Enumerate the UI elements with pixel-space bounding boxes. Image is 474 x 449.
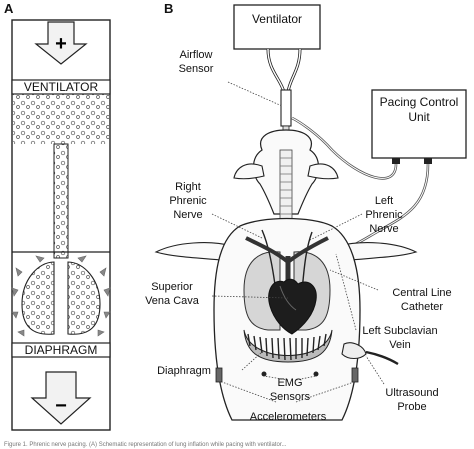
left-phrenic-label-3: Nerve [369, 223, 398, 235]
ultrasound-label-2: Probe [397, 401, 426, 413]
ultrasound-probe [341, 342, 399, 366]
subclavian-vessels [245, 236, 290, 264]
right-phrenic-label-2: Phrenic [169, 195, 207, 207]
emg-sensor-left [261, 371, 267, 377]
left-subclavian-label-1: Left Subclavian [362, 325, 437, 337]
ventilator-label-b: Ventilator [252, 12, 302, 26]
accelerometer-left [215, 367, 223, 383]
panel-b-diagram: Ventilator Pacing Control Unit [145, 4, 467, 423]
airflow-sensor-label-2: Sensor [179, 63, 214, 75]
panel-b-label: B [164, 1, 173, 16]
emg-sensors-label-1: EMG [277, 377, 302, 389]
ventilator-box [233, 4, 321, 50]
push-arrow-icon [34, 21, 88, 65]
pacing-control-label-1: Pacing Control [380, 95, 459, 109]
panel-a-schematic: + VENTILATOR DIAPHRAGM − [11, 19, 111, 431]
svc-label-2: Vena Cava [145, 295, 200, 307]
right-lung [67, 261, 101, 335]
ultrasound-label-1: Ultrasound [385, 387, 438, 399]
diaphragm-bar [11, 342, 111, 358]
left-ear [233, 163, 265, 180]
diaphragm-striations [247, 333, 327, 361]
diaphragm-muscle [243, 329, 333, 363]
right-ear [307, 163, 339, 180]
plus-sign: + [55, 33, 67, 55]
left-lung [21, 261, 55, 335]
leader-lines [211, 81, 385, 403]
accelerometer-right [351, 367, 359, 383]
central-line-label-1: Central Line [392, 287, 451, 299]
diaphragm-label-a: DIAPHRAGM [25, 343, 98, 357]
central-line-label-2: Catheter [401, 301, 444, 313]
right-phrenic-label-3: Nerve [173, 209, 202, 221]
pacing-control-label-2: Unit [408, 110, 430, 124]
emg-sensor-right [313, 371, 319, 377]
emg-sensors-label-2: Sensors [270, 391, 311, 403]
cylinder-outline [11, 19, 111, 431]
minus-sign: − [55, 395, 67, 417]
accelerometers-label: Accelerometers [250, 411, 327, 423]
left-phrenic-label-2: Phrenic [365, 209, 403, 221]
airflow-sensor-device [280, 89, 292, 127]
pacing-connector-right [424, 158, 432, 164]
left-phrenic-label-1: Left [375, 195, 393, 207]
pacing-connector-left [392, 158, 400, 164]
right-phrenic-label-1: Right [175, 181, 201, 193]
ventilator-label-a: VENTILATOR [24, 80, 99, 94]
pacing-control-box [371, 89, 467, 159]
panel-a-label: A [4, 1, 14, 16]
left-subclavian-label-2: Vein [389, 339, 410, 351]
air-chamber [13, 94, 109, 144]
trachea-tube [53, 143, 69, 259]
diaphragm-label-b: Diaphragm [157, 365, 211, 377]
airflow-sensor-label-1: Airflow [179, 49, 212, 61]
pull-arrow-icon [30, 371, 92, 425]
figure-caption: Figure 1. Phrenic nerve pacing. (A) Sche… [4, 442, 287, 448]
expansion-arrows-icon [11, 255, 111, 337]
svc-label-1: Superior [151, 281, 193, 293]
